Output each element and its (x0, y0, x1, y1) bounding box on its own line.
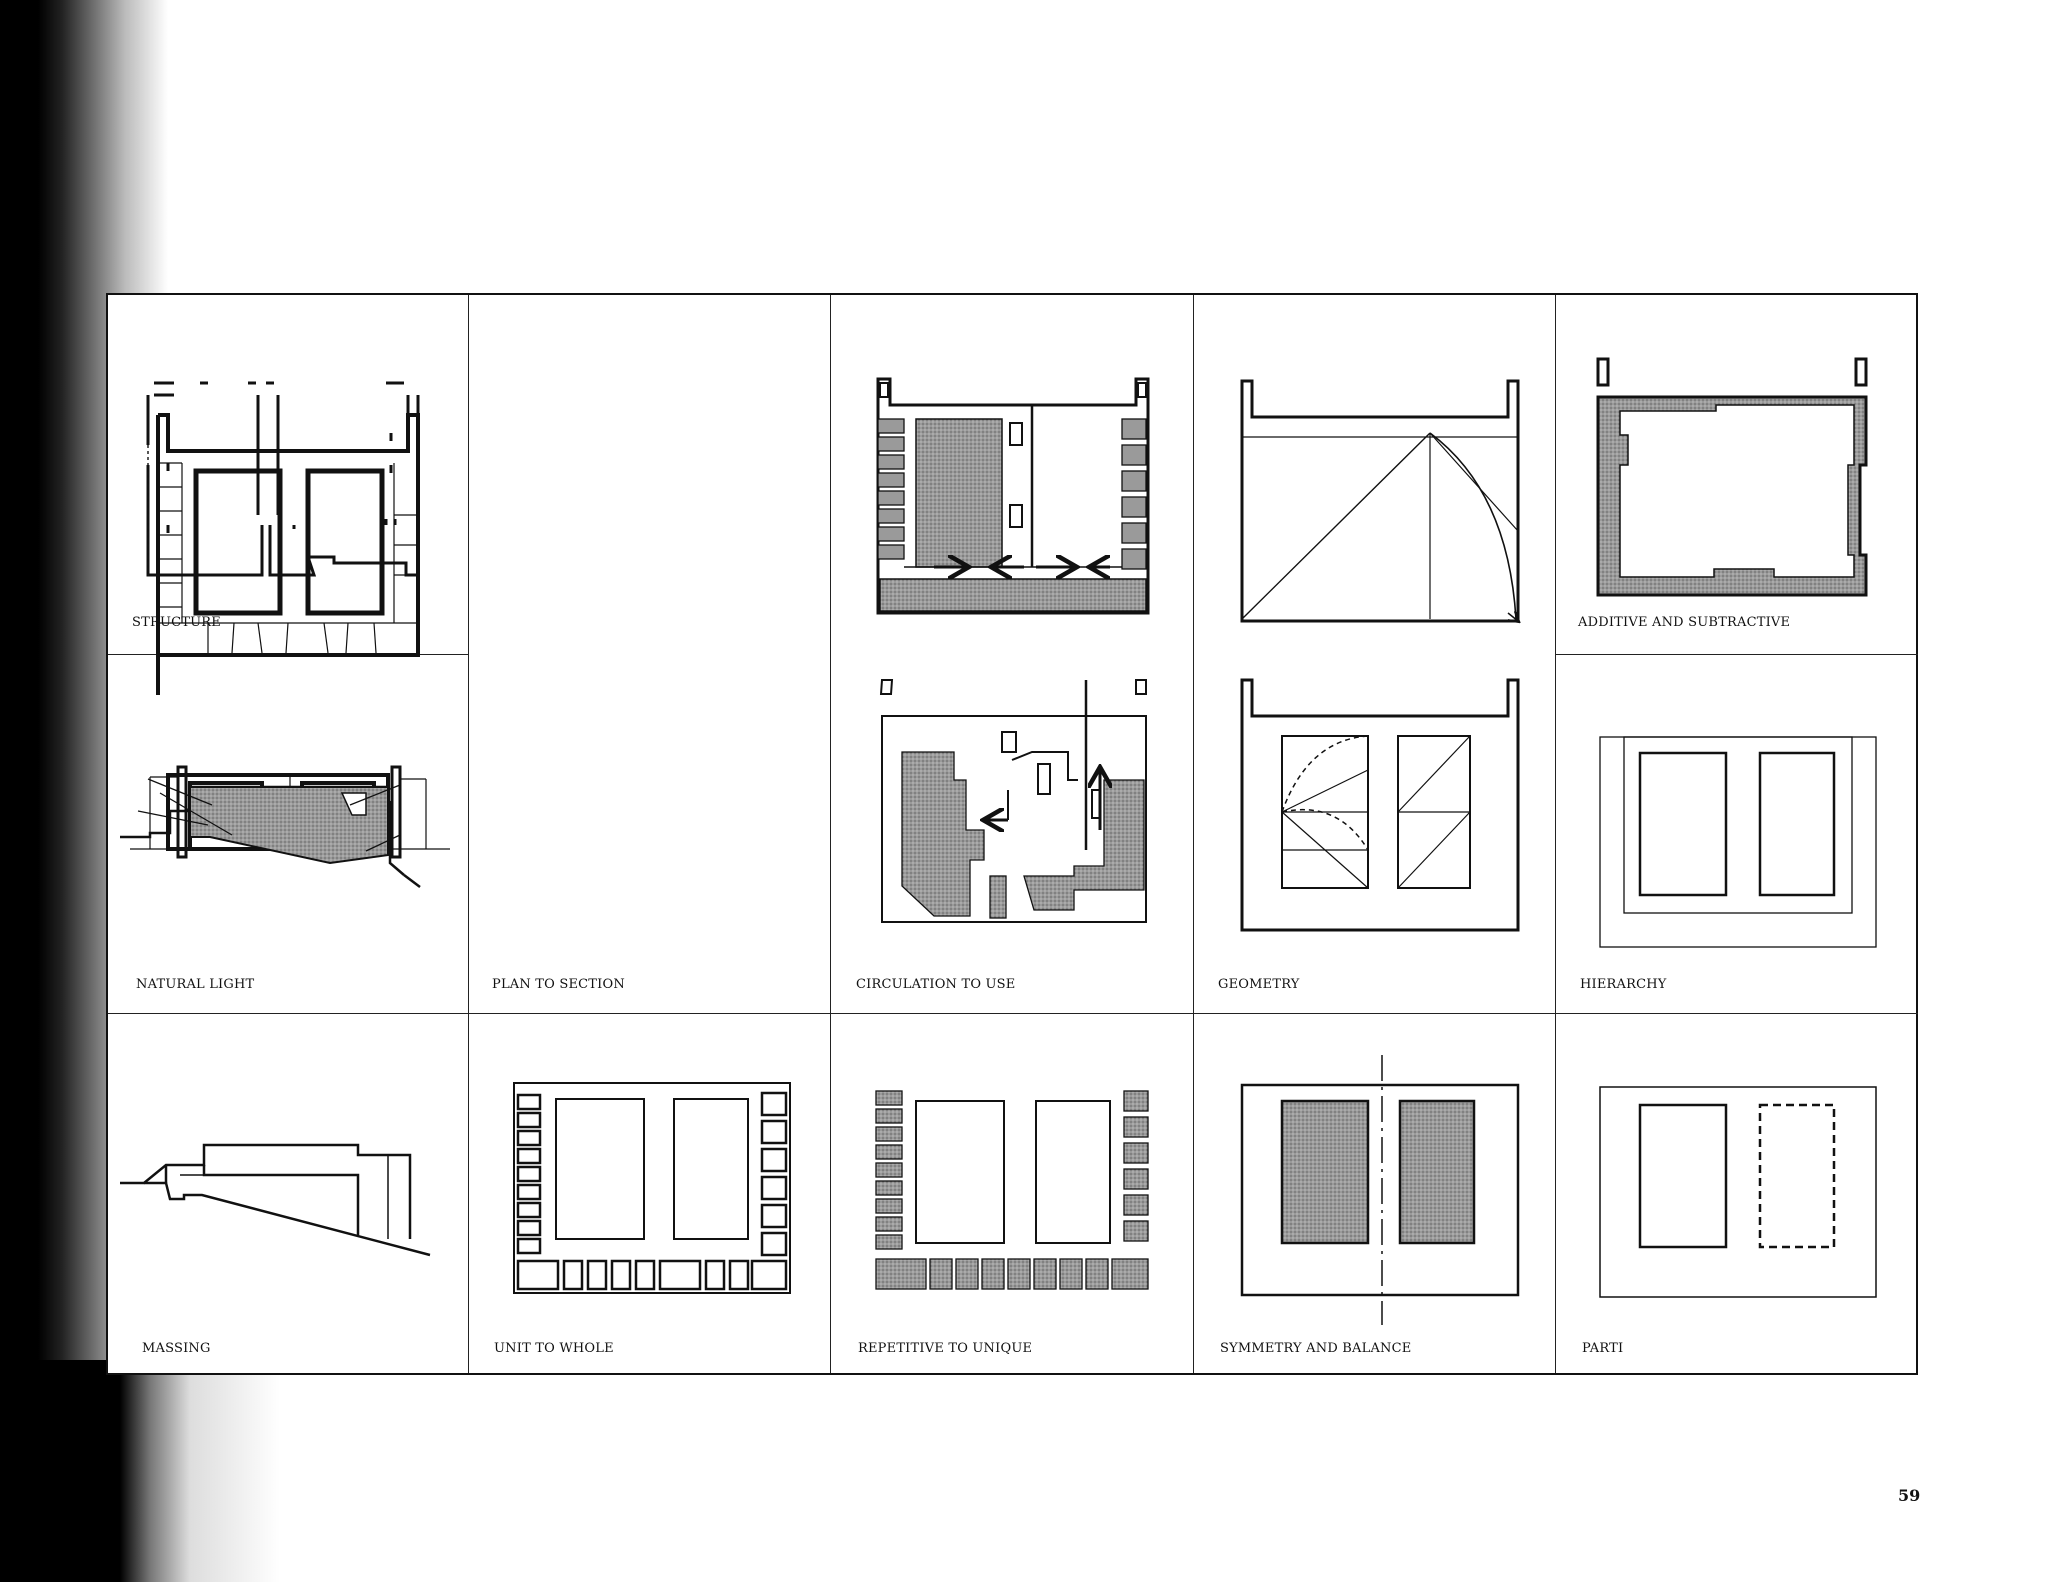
caption-geometry: GEOMETRY (1218, 977, 1300, 992)
grid-line (468, 295, 469, 1373)
caption-additive-and-subtractive: ADDITIVE AND SUBTRACTIVE (1578, 615, 1791, 630)
geometry-construction-bottom (1240, 678, 1520, 932)
caption-unit-to-whole: UNIT TO WHOLE (494, 1341, 614, 1356)
unit-to-whole-diagram (513, 1082, 791, 1294)
additive-and-subtractive-diagram (1596, 357, 1868, 597)
caption-natural-light: NATURAL LIGHT (136, 977, 255, 992)
caption-parti: PARTI (1582, 1341, 1624, 1356)
repetitive-to-unique-diagram (875, 1090, 1149, 1290)
circulation-to-use-plan (876, 377, 1150, 615)
caption-circulation-to-use: CIRCULATION TO USE (856, 977, 1016, 992)
grid-line (1193, 295, 1194, 1373)
diagram-matrix: STRUCTURE (106, 293, 1918, 1375)
geometry-construction-top (1240, 379, 1528, 631)
grid-line (108, 1013, 1918, 1014)
massing-section (120, 1143, 431, 1257)
hierarchy-diagram (1599, 736, 1877, 948)
page-edge-shadow-lower (0, 1360, 290, 1582)
plan-to-section-plan (156, 413, 420, 695)
caption-massing: MASSING (142, 1341, 211, 1356)
grid-line (830, 295, 831, 1373)
symmetry-and-balance-diagram (1240, 1055, 1520, 1325)
natural-light-section (120, 778, 421, 888)
caption-repetitive-to-unique: REPETITIVE TO UNIQUE (858, 1341, 1033, 1356)
parti-diagram (1599, 1086, 1877, 1298)
page-number: 59 (1898, 1486, 1921, 1505)
caption-plan-to-section: PLAN TO SECTION (492, 977, 625, 992)
circulation-to-use-section (879, 679, 1147, 923)
caption-symmetry-and-balance: SYMMETRY AND BALANCE (1220, 1341, 1412, 1356)
grid-line (1555, 295, 1556, 1373)
caption-hierarchy: HIERARCHY (1580, 977, 1667, 992)
grid-line (1555, 654, 1918, 655)
